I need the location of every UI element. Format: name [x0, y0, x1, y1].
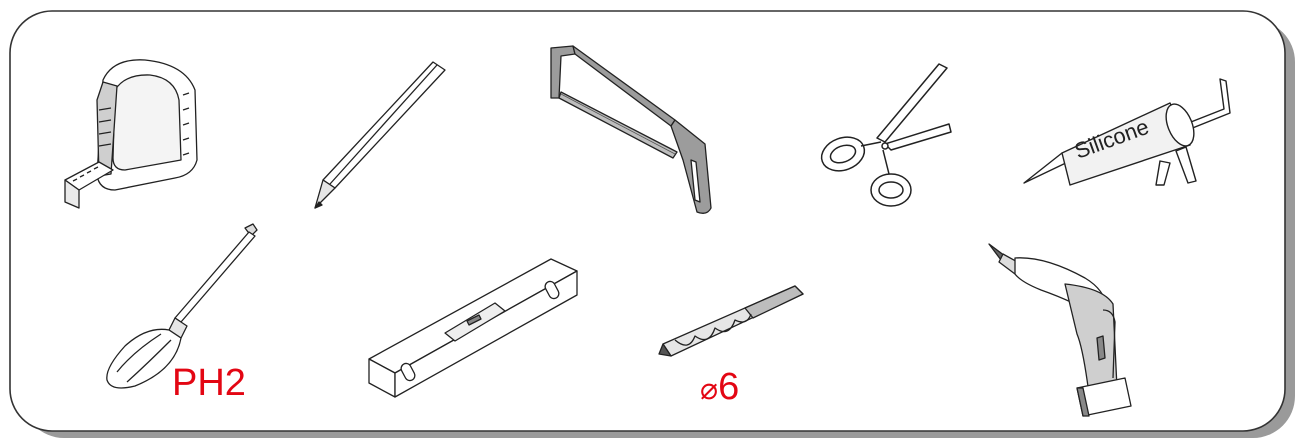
spirit-level-icon [365, 255, 585, 400]
caulking-gun-icon: Silicone [1020, 75, 1245, 190]
hacksaw-icon [545, 40, 725, 220]
drill-bit-icon [655, 278, 810, 363]
screwdriver-size-callout: PH2 [172, 362, 246, 404]
screwdriver-icon [95, 222, 270, 397]
tape-measure-icon [55, 50, 215, 215]
cordless-drill-icon [985, 238, 1135, 420]
drill-bit-size-callout: ⌀6 [700, 368, 739, 406]
pencil-icon [305, 58, 450, 213]
scissors-icon [815, 60, 955, 210]
drill-bit-size-value: 6 [718, 366, 740, 408]
diameter-symbol: ⌀ [700, 373, 719, 406]
